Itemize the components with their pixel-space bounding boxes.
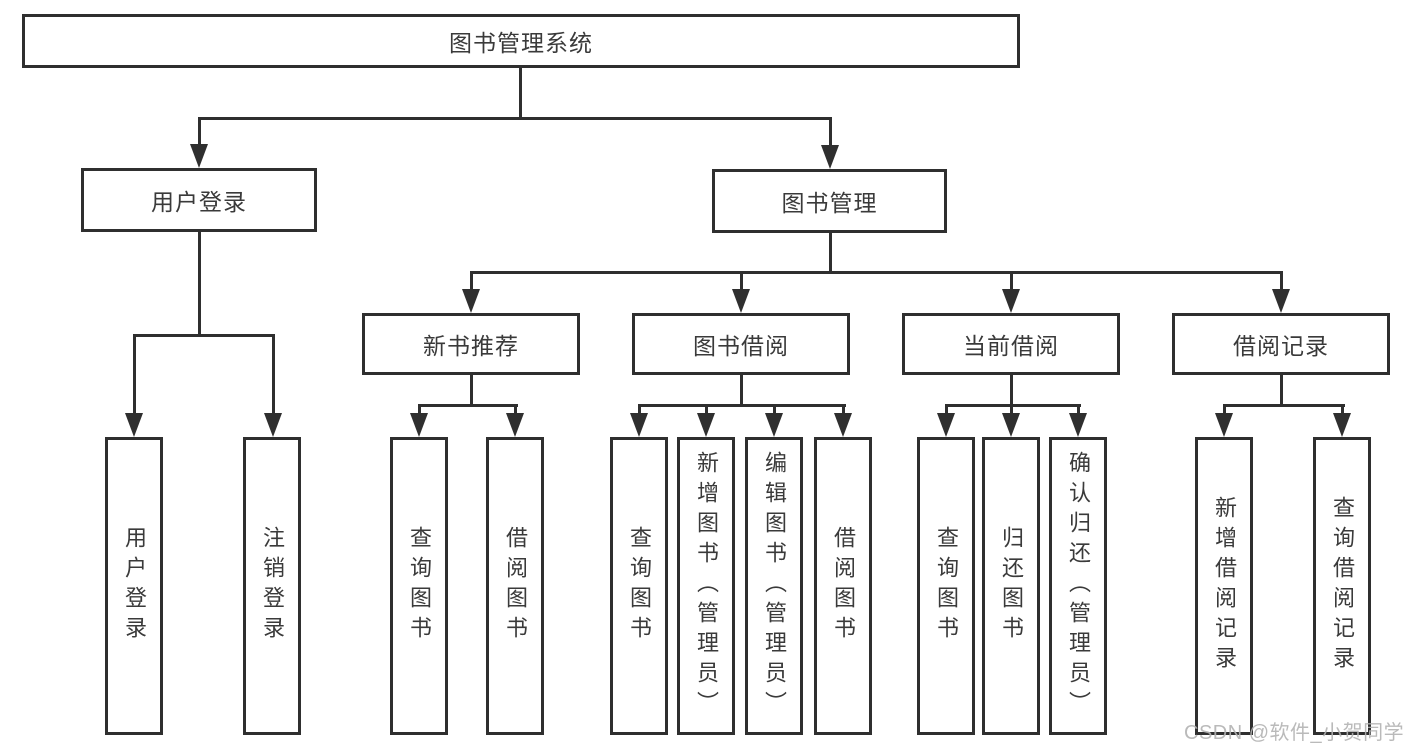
csdn-watermark: CSDN @软件_小贺同学 [1184,722,1405,744]
node-label: 查询借阅记录 [1330,496,1355,676]
arrow-down-icon [190,144,208,168]
arrow-down-icon [264,413,282,437]
node-label: 用户登录 [122,526,147,646]
node-book-management: 图书管理 [712,169,947,233]
node-label: 图书借阅 [693,333,789,359]
leaf-user-login: 用户登录 [105,437,163,735]
node-label: 借阅图书 [503,526,528,646]
node-label: 新书推荐 [423,333,519,359]
node-user-login: 用户登录 [81,168,317,232]
node-label: 图书管理 [781,190,878,216]
leaf-borrow-borrow: 借阅图书 [814,437,872,735]
connector-userlogin-drop-1 [132,334,136,416]
arrow-down-icon [1002,289,1020,313]
node-book-borrow: 图书借阅 [632,313,850,375]
node-label: 查询图书 [407,526,432,646]
leaf-borrow-query: 查询图书 [610,437,668,735]
connector-borrow-hbar [637,404,846,407]
connector-bookmgmt-drop-4 [1279,271,1283,292]
node-label: 查询图书 [627,526,652,646]
node-label: 新增借阅记录 [1212,496,1237,676]
connector-borrow-drop-2 [704,404,708,417]
leaf-borrow-add-admin: 新增图书（管理员） [677,437,735,735]
leaf-logout: 注销登录 [243,437,301,735]
node-label: 确认归还（管理员） [1066,451,1091,721]
arrow-down-icon [410,413,428,437]
node-label: 图书管理系统 [449,30,593,56]
arrow-down-icon [765,413,783,437]
node-label: 新增图书（管理员） [694,451,719,721]
arrow-down-icon [937,413,955,437]
arrow-down-icon [821,145,839,169]
connector-borrow-drop-3 [772,404,776,417]
connector-newbook-drop-1 [417,404,421,417]
connector-current-drop-1 [944,404,948,417]
leaf-record-add: 新增借阅记录 [1195,437,1253,735]
connector-root-drop-right [828,117,832,148]
connector-current-stub [1009,375,1013,407]
connector-newbook-stub [469,375,473,407]
connector-bookmgmt-drop-3 [1009,271,1013,292]
connector-userlogin-stub [197,232,201,337]
node-label: 用户登录 [151,189,247,215]
leaf-current-return: 归还图书 [982,437,1040,735]
node-label: 归还图书 [999,526,1024,646]
connector-newbook-hbar [417,404,518,407]
connector-bookmgmt-drop-1 [469,271,473,292]
arrow-down-icon [1272,289,1290,313]
leaf-current-confirm-admin: 确认归还（管理员） [1049,437,1107,735]
arrow-down-icon [1215,413,1233,437]
node-label: 当前借阅 [963,333,1059,359]
connector-root-stub [518,68,522,119]
connector-borrow-drop-4 [841,404,845,417]
connector-borrow-stub [739,375,743,407]
arrow-down-icon [506,413,524,437]
arrow-down-icon [697,413,715,437]
arrow-down-icon [732,289,750,313]
connector-bookmgmt-hbar [469,271,1283,274]
node-label: 编辑图书（管理员） [762,451,787,721]
connector-root-drop-left [197,117,201,148]
connector-current-drop-3 [1076,404,1080,417]
leaf-newbook-query: 查询图书 [390,437,448,735]
leaf-newbook-borrow: 借阅图书 [486,437,544,735]
connector-record-hbar [1222,404,1345,407]
node-label: 借阅图书 [831,526,856,646]
connector-record-stub [1279,375,1283,407]
node-label: 注销登录 [260,526,285,646]
connector-root-hbar [197,117,832,120]
arrow-down-icon [1333,413,1351,437]
connector-borrow-drop-1 [637,404,641,417]
node-label: 查询图书 [934,526,959,646]
node-new-book-recommend: 新书推荐 [362,313,580,375]
connector-current-drop-2 [1009,404,1013,417]
arrow-down-icon [1069,413,1087,437]
connector-bookmgmt-stub [828,233,832,274]
arrow-down-icon [125,413,143,437]
connector-newbook-drop-2 [513,404,517,417]
connector-record-drop-1 [1222,404,1226,417]
arrow-down-icon [462,289,480,313]
leaf-borrow-edit-admin: 编辑图书（管理员） [745,437,803,735]
connector-current-hbar [944,404,1081,407]
arrow-down-icon [834,413,852,437]
node-borrow-record: 借阅记录 [1172,313,1390,375]
connector-userlogin-hbar [132,334,275,337]
node-label: 借阅记录 [1233,333,1329,359]
node-library-system: 图书管理系统 [22,14,1020,68]
arrow-down-icon [630,413,648,437]
leaf-record-query: 查询借阅记录 [1313,437,1371,735]
arrow-down-icon [1002,413,1020,437]
leaf-current-query: 查询图书 [917,437,975,735]
connector-userlogin-drop-2 [271,334,275,416]
connector-bookmgmt-drop-2 [739,271,743,292]
node-current-borrow: 当前借阅 [902,313,1120,375]
connector-record-drop-2 [1340,404,1344,417]
